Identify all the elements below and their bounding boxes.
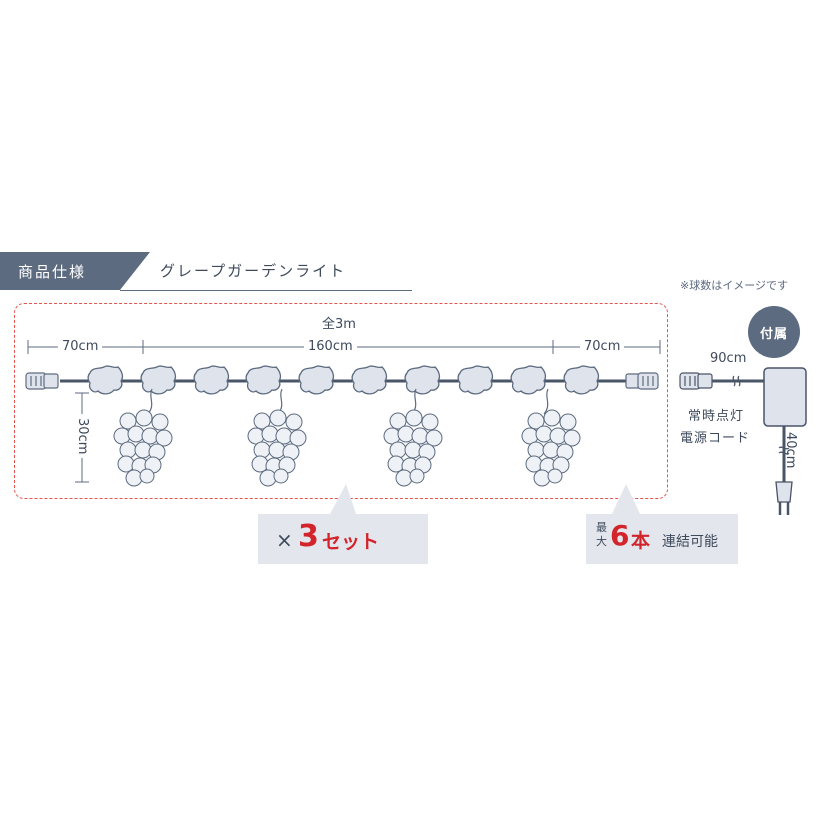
grape-cluster	[383, 388, 443, 487]
drop-length-label: 30cm	[74, 414, 90, 459]
leaf	[140, 365, 177, 395]
link-word: 連結可能	[662, 534, 718, 550]
spec-tag: 商品仕様	[0, 252, 150, 290]
grape-cluster	[113, 388, 173, 487]
grape-cluster	[521, 388, 581, 487]
title-underline	[120, 290, 412, 291]
link-number: 6	[610, 519, 630, 552]
middle-length-label: 160cm	[304, 339, 357, 355]
accessory-badge: 付属	[748, 306, 800, 358]
leaf	[404, 365, 441, 395]
leaf	[193, 365, 230, 395]
leaf	[245, 365, 282, 395]
leaf	[457, 365, 494, 395]
cord-name-line2: 電源コード	[680, 431, 751, 446]
image-note: ※球数はイメージです	[680, 279, 788, 292]
left-connector	[25, 372, 59, 390]
callout-pointer	[612, 484, 640, 514]
leaf	[510, 365, 547, 395]
cord-length-upper: 90cm	[710, 351, 747, 366]
leaf	[298, 365, 335, 395]
max-label-top: 最	[596, 521, 607, 534]
cord-length-lower: 40cm	[783, 432, 798, 469]
spec-tag-shape	[0, 252, 150, 290]
right-lead-label: 70cm	[580, 339, 625, 355]
cord-name-line1: 常時点灯	[688, 409, 745, 424]
left-lead-label: 70cm	[58, 339, 103, 355]
sets-prefix: ×	[276, 528, 293, 552]
right-connector	[625, 372, 659, 390]
power-cord	[679, 367, 807, 515]
product-title: グレープガーデンライト	[160, 262, 347, 280]
callout-pointer	[330, 484, 356, 514]
total-length-label: 全3m	[318, 317, 360, 333]
grape-cluster	[247, 388, 307, 487]
spec-tag-label: 商品仕様	[18, 263, 87, 281]
leaf	[351, 365, 388, 395]
leaf	[87, 365, 124, 395]
max-label-bottom: 大	[596, 535, 607, 548]
leaf	[563, 365, 600, 395]
sets-number: 3	[298, 519, 319, 554]
link-unit: 本	[631, 530, 651, 552]
sets-word: セット	[322, 531, 380, 553]
sets-callout	[258, 514, 428, 564]
link-callout	[586, 514, 738, 564]
